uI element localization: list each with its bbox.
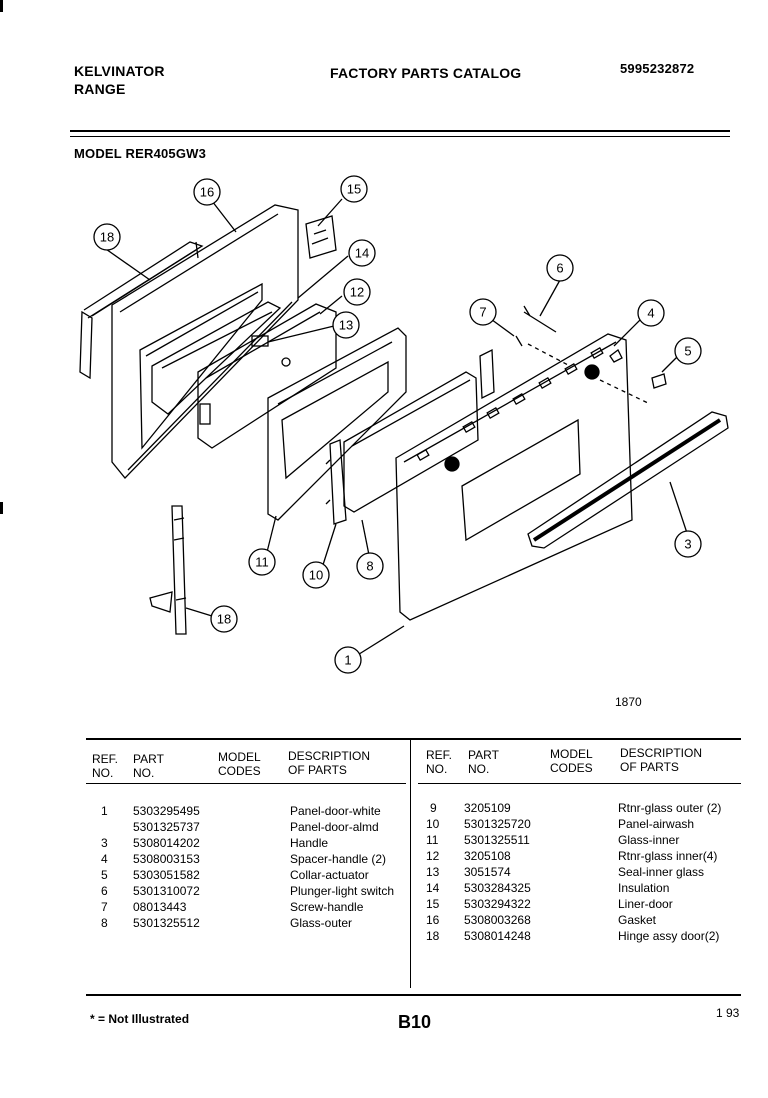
liner-door-part: [111, 204, 299, 479]
not-illustrated-note: * = Not Illustrated: [90, 1012, 190, 1026]
catalog-date: 1 93: [716, 1006, 740, 1020]
inner-glass-part: [151, 301, 337, 449]
header-rule-bottom: [70, 136, 730, 137]
table-rule-top: [86, 738, 741, 740]
handle-part: [527, 411, 729, 549]
svg-text:18: 18: [100, 230, 114, 245]
small-hardware-parts: [515, 305, 667, 405]
scan-edge-mark: [0, 502, 3, 514]
outer-glass-part: [343, 348, 495, 513]
callout-16: 18: [93, 223, 121, 251]
svg-text:18: 18: [217, 612, 231, 627]
callout-3: 3: [674, 530, 702, 558]
airwash-panel-part: [267, 327, 407, 521]
svg-text:12: 12: [350, 285, 364, 300]
svg-text:14: 14: [355, 246, 369, 261]
table-column-divider: [410, 738, 411, 988]
callout-9: 10: [302, 561, 330, 589]
svg-text:15: 15: [347, 182, 361, 197]
callout-18: 1818: [210, 605, 238, 633]
header-ref-left: REF.NO.: [92, 752, 119, 780]
page-number: B10: [398, 1012, 432, 1032]
svg-text:7: 7: [479, 305, 486, 320]
callout-5: 5: [674, 337, 702, 365]
callout-15: 16: [193, 178, 221, 206]
footer-rule: [86, 994, 741, 996]
callout-14: 15: [340, 175, 368, 203]
svg-text:3: 3: [684, 537, 691, 552]
callout-7: 7: [469, 298, 497, 326]
catalog-title: FACTORY PARTS CATALOG: [330, 65, 522, 81]
callout-6: 6: [546, 254, 574, 282]
svg-text:5: 5: [684, 344, 691, 359]
figure-number: 1870: [615, 695, 642, 709]
svg-text:6: 6: [556, 261, 563, 276]
outer-glass-retainer-part: [325, 439, 347, 525]
svg-text:1: 1: [344, 653, 351, 668]
catalog-number: 5995232872: [620, 61, 695, 76]
callout-12: 13: [332, 311, 360, 339]
table-rule-header-right: [418, 783, 741, 784]
svg-text:8: 8: [366, 559, 373, 574]
product-type: RANGE: [74, 81, 126, 97]
insulation-part: [305, 215, 337, 259]
scan-edge-mark: [0, 0, 3, 12]
callout-10: 11: [248, 548, 276, 576]
door-panel-part: [395, 333, 633, 621]
header-rule-top: [70, 130, 730, 132]
callout-8: 8: [356, 552, 384, 580]
gasket-part: [79, 241, 204, 380]
header-ref-right: REF.NO.: [426, 748, 453, 776]
model-label: MODEL RER405GW3: [74, 146, 207, 161]
table-rule-header-left: [86, 783, 406, 784]
callout-11: 12: [343, 278, 371, 306]
callout-4: 4: [637, 299, 665, 327]
callout-1: 1: [334, 646, 362, 674]
hinge-assembly-part: [149, 505, 187, 635]
exploded-door-diagram: 18 16 15 14 12 13 6 7 4 5 3 11 10 8 1818…: [79, 175, 729, 674]
svg-text:13: 13: [339, 318, 353, 333]
svg-text:4: 4: [647, 306, 654, 321]
svg-text:10: 10: [309, 568, 323, 583]
svg-text:11: 11: [255, 555, 269, 570]
svg-text:16: 16: [200, 185, 214, 200]
callout-13: 14: [348, 239, 376, 267]
brand-name: KELVINATOR: [74, 63, 165, 79]
